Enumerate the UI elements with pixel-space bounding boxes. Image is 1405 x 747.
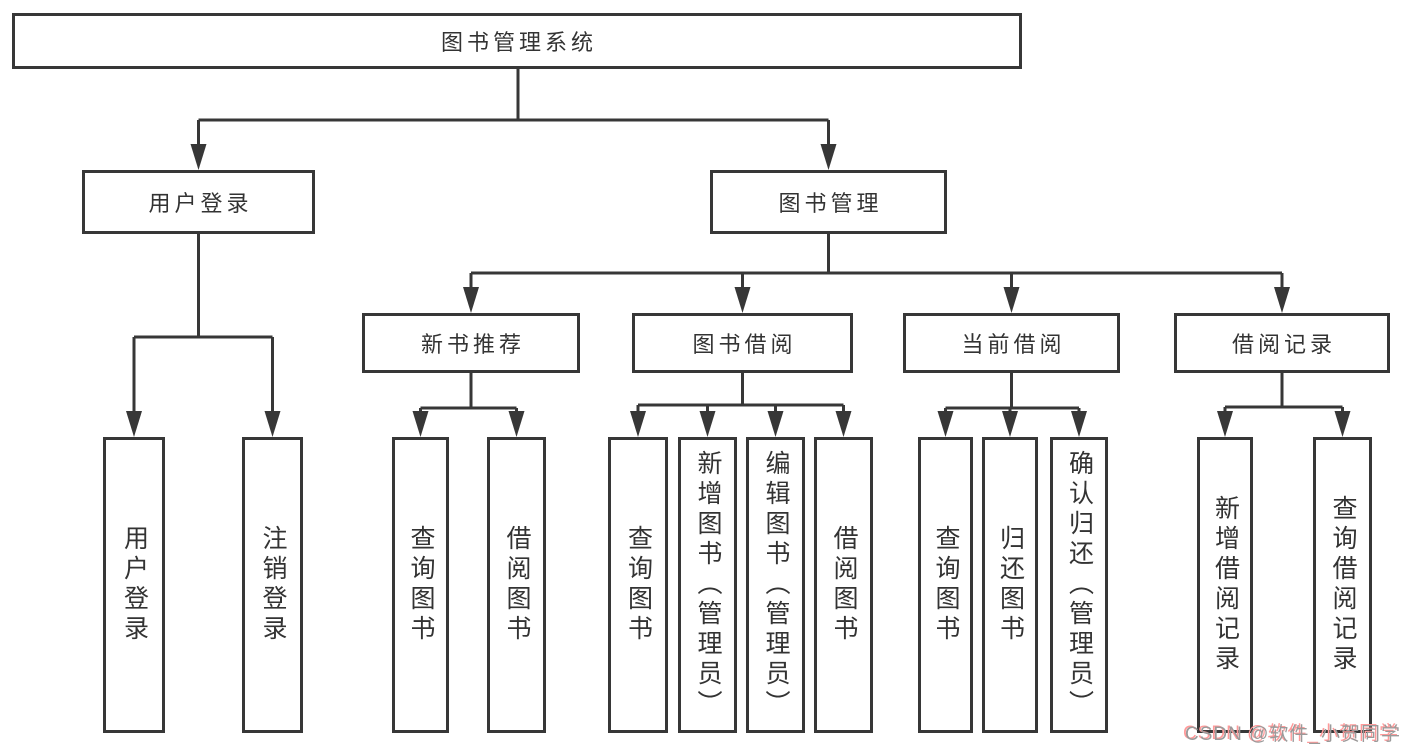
node-label: 查询图书 xyxy=(932,525,960,645)
leaf-add-borrow-record: 新增借阅记录 xyxy=(1197,437,1253,733)
leaf-logout: 注销登录 xyxy=(242,437,303,733)
node-label: 查询图书 xyxy=(407,525,435,645)
arrowhead-icon xyxy=(820,144,837,170)
arrowhead-icon xyxy=(508,411,525,437)
node-label: 查询图书 xyxy=(624,525,653,645)
node-current-borrowing: 当前借阅 xyxy=(903,313,1120,373)
arrowhead-icon xyxy=(463,287,479,313)
node-new-book-recommend: 新书推荐 xyxy=(362,313,580,373)
node-label: 当前借阅 xyxy=(961,332,1066,357)
arrowhead-icon xyxy=(630,411,646,437)
node-label: 借阅图书 xyxy=(830,525,858,645)
arrowhead-icon xyxy=(1071,411,1087,437)
connector-user-login xyxy=(132,234,274,413)
node-label: 编辑图书（管理员） xyxy=(762,450,790,720)
node-borrow-records: 借阅记录 xyxy=(1174,313,1390,373)
connector-root xyxy=(197,69,830,146)
arrowhead-icon xyxy=(264,411,281,437)
arrowhead-icon xyxy=(734,287,751,313)
node-label: 确认归还（管理员） xyxy=(1065,450,1094,720)
connector-book-mgmt xyxy=(469,234,1284,289)
node-label: 用户登录 xyxy=(120,525,149,645)
arrowheads xyxy=(126,144,1351,437)
node-book-borrowing: 图书借阅 xyxy=(632,313,853,373)
leaf-borrow-books: 借阅图书 xyxy=(814,437,873,733)
arrowhead-icon xyxy=(767,411,784,437)
node-root: 图书管理系统 xyxy=(12,13,1022,69)
csdn-watermark: CSDN @软件_小贺同学 xyxy=(1185,724,1401,745)
node-label: 图书借阅 xyxy=(692,332,797,357)
arrowhead-icon xyxy=(1003,287,1020,313)
leaf-confirm-return-admin: 确认归还（管理员） xyxy=(1050,437,1108,733)
connector-records xyxy=(1223,372,1344,414)
arrowhead-icon xyxy=(699,411,716,437)
node-label: 注销登录 xyxy=(259,525,287,645)
arrowhead-icon xyxy=(835,411,852,437)
node-label: 图书管理系统 xyxy=(440,30,597,55)
node-label: 用户登录 xyxy=(148,191,253,216)
leaf-query-books-recommend: 查询图书 xyxy=(392,437,449,733)
leaf-add-books-admin: 新增图书（管理员） xyxy=(678,437,737,733)
connector-borrowing xyxy=(636,372,845,414)
node-label: 借阅记录 xyxy=(1231,332,1336,357)
connector-new-books xyxy=(419,372,518,414)
leaf-borrow-books-recommend: 借阅图书 xyxy=(487,437,546,733)
arrowhead-icon xyxy=(937,411,954,437)
leaf-query-borrow-record: 查询借阅记录 xyxy=(1313,437,1372,733)
node-label: 新增图书（管理员） xyxy=(694,450,722,720)
leaf-query-books-borrowing: 查询图书 xyxy=(608,437,668,733)
node-label: 归还图书 xyxy=(996,525,1025,645)
arrowhead-icon xyxy=(1002,411,1018,437)
arrowhead-icon xyxy=(1274,287,1290,313)
leaf-edit-books-admin: 编辑图书（管理员） xyxy=(746,437,805,733)
leaf-return-books: 归还图书 xyxy=(982,437,1038,733)
node-label: 查询借阅记录 xyxy=(1329,495,1357,675)
node-book-management: 图书管理 xyxy=(710,170,947,234)
node-label: 新书推荐 xyxy=(420,332,525,357)
arrowhead-icon xyxy=(1334,411,1351,437)
leaf-query-books-current: 查询图书 xyxy=(918,437,973,733)
node-label: 借阅图书 xyxy=(503,525,531,645)
node-label: 新增借阅记录 xyxy=(1211,495,1240,675)
arrowhead-icon xyxy=(126,411,142,437)
node-label: 图书管理 xyxy=(778,191,883,216)
node-user-login: 用户登录 xyxy=(82,170,315,234)
arrowhead-icon xyxy=(190,144,207,170)
leaf-user-login: 用户登录 xyxy=(103,437,165,733)
connector-current xyxy=(944,372,1081,414)
arrowhead-icon xyxy=(1217,411,1233,437)
arrowhead-icon xyxy=(412,411,429,437)
